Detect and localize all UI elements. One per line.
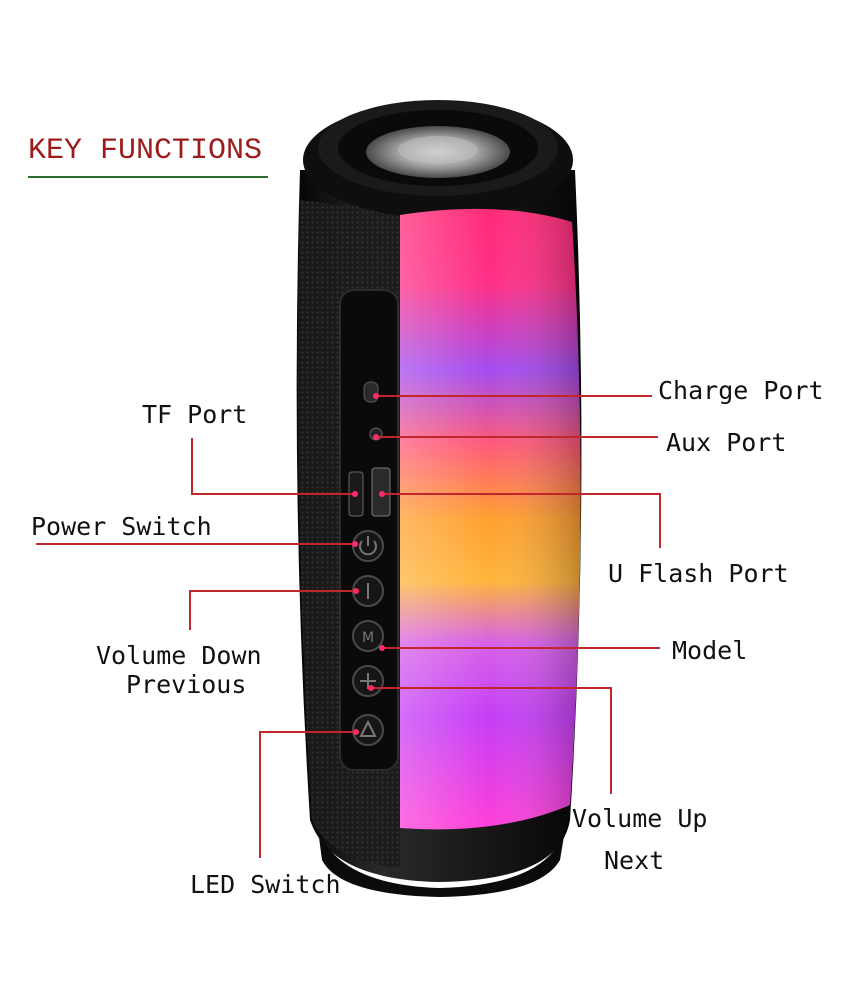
led-button-icon — [352, 714, 384, 746]
aux-port-label: Aux Port — [666, 428, 787, 457]
mode-button-icon: M — [352, 620, 384, 652]
power-button-icon — [352, 530, 384, 562]
model-label: Model — [672, 636, 748, 665]
charge-port-icon — [363, 381, 379, 403]
tf-port-leader — [191, 438, 355, 495]
title-underline — [28, 176, 268, 178]
tf-port-label: TF Port — [142, 400, 248, 429]
volume-down-leader — [189, 590, 356, 630]
leader-lines — [36, 395, 661, 858]
volume-up-label: Volume Up — [572, 804, 708, 833]
power-switch-label: Power Switch — [31, 512, 212, 541]
led-light-panel — [400, 208, 581, 830]
leader-dots — [352, 393, 385, 735]
page-title: KEY FUNCTIONS — [28, 134, 263, 168]
charge-port-label: Charge Port — [658, 376, 824, 405]
led-switch-label: LED Switch — [190, 870, 341, 899]
led-switch-leader — [259, 731, 356, 858]
u-flash-port-label: U Flash Port — [608, 559, 789, 588]
control-panel: M — [339, 289, 399, 771]
next-label: Next — [604, 846, 665, 875]
volume-down-label: Volume Down — [96, 641, 262, 670]
volume-up-button-icon — [352, 665, 384, 697]
svg-text:M: M — [362, 630, 374, 646]
u-flash-leader — [382, 493, 661, 548]
previous-label: Previous — [126, 670, 247, 699]
volume-up-leader — [371, 687, 612, 794]
